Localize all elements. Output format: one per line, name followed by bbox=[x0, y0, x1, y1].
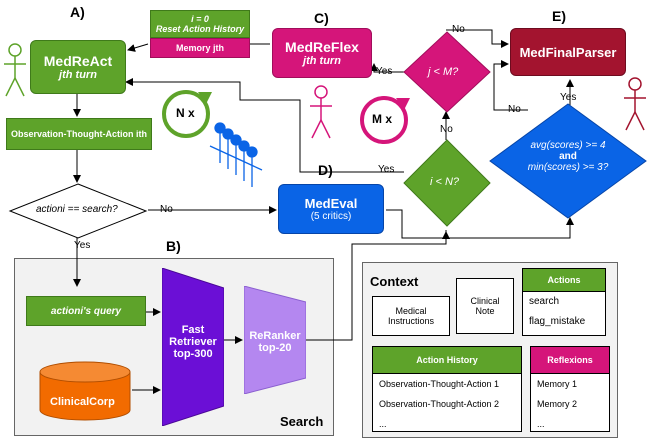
action-history-header: Action History bbox=[373, 347, 521, 374]
medreflex-title: MedReFlex bbox=[285, 39, 359, 55]
medical-instructions-label: Medical Instructions bbox=[387, 306, 435, 326]
loop-n-icon bbox=[162, 90, 212, 138]
retriever-shape bbox=[162, 268, 224, 426]
edge-no-final: No bbox=[452, 24, 465, 35]
medreflex-box: MedReFlex jth turn bbox=[272, 28, 372, 78]
actions-box: Actions search flag_mistake bbox=[522, 268, 606, 336]
clinical-note-label: Clinical Note bbox=[470, 296, 500, 316]
loop-n-label: N x bbox=[176, 106, 195, 120]
query-box: actioni's query bbox=[26, 296, 146, 326]
edge-no-medeval: No bbox=[160, 204, 173, 215]
history-item: Observation-Thought-Action 1 bbox=[379, 379, 500, 389]
medreact-box: MedReAct jth turn bbox=[30, 40, 126, 94]
medfinal-box: MedFinalParser bbox=[510, 28, 626, 76]
edge-yes-search: Yes bbox=[74, 240, 91, 251]
section-b-label: B) bbox=[166, 238, 181, 254]
observation-label: Observation-Thought-Action ith bbox=[11, 129, 147, 139]
history-item: Observation-Thought-Action 2 bbox=[379, 399, 500, 409]
medreact-title: MedReAct bbox=[43, 53, 113, 69]
reranker-line1: ReRanker bbox=[249, 330, 301, 342]
memory-box: Memory jth bbox=[150, 38, 250, 58]
medfinal-title: MedFinalParser bbox=[519, 44, 617, 60]
action-item: flag_mistake bbox=[529, 316, 586, 327]
memory-label: Memory jth bbox=[175, 43, 224, 53]
decision-i-label: i < N? bbox=[430, 176, 460, 188]
edge-yes-loop: Yes bbox=[378, 164, 395, 175]
corpus-label: ClinicalCorp bbox=[50, 396, 115, 408]
section-e-label: E) bbox=[552, 8, 566, 24]
reset-box: i = 0 Reset Action History bbox=[150, 10, 250, 38]
final-figure-icon bbox=[624, 77, 646, 131]
medeval-title: MedEval bbox=[304, 196, 358, 211]
decision-avg-text: avg(scores) >= 4 and min(scores) >= 3? bbox=[508, 140, 628, 173]
section-d-label: D) bbox=[318, 162, 333, 178]
decision-avg-diamond bbox=[489, 103, 647, 219]
reflexions-box: Reflexions Memory 1 Memory 2 ... bbox=[530, 346, 610, 432]
loop-m-icon bbox=[360, 96, 410, 144]
section-c-label: C) bbox=[314, 10, 329, 26]
reranker-shape bbox=[244, 286, 306, 394]
search-panel-title: Search bbox=[280, 414, 324, 429]
decision-j-diamond bbox=[403, 31, 491, 113]
reranker-line2: top-20 bbox=[258, 342, 292, 354]
actions-header: Actions bbox=[523, 269, 605, 292]
reflexion-item: Memory 1 bbox=[537, 379, 578, 389]
query-label: actioni's query bbox=[50, 305, 122, 317]
medreflex-subtitle: jth turn bbox=[303, 55, 341, 67]
edge-no-j: No bbox=[440, 124, 453, 135]
clinical-note-box: Clinical Note bbox=[456, 278, 514, 334]
loop-m-label: M x bbox=[372, 112, 393, 126]
reset-line1: i = 0 bbox=[191, 14, 209, 24]
action-decision-label: actioni == search? bbox=[36, 204, 118, 215]
critics-figures-icon bbox=[209, 122, 263, 187]
reflexion-item: Memory 2 bbox=[537, 399, 578, 409]
reflexions-header: Reflexions bbox=[531, 347, 609, 374]
reflexion-item: ... bbox=[537, 419, 545, 429]
user-figure-icon bbox=[4, 43, 26, 97]
edge-yes-avg: Yes bbox=[560, 92, 577, 103]
context-title: Context bbox=[370, 274, 419, 289]
medreact-subtitle: jth turn bbox=[59, 69, 97, 81]
reflex-figure-icon bbox=[310, 85, 332, 139]
medeval-box: MedEval (5 critics) bbox=[278, 184, 384, 234]
medical-instructions-box: Medical Instructions bbox=[372, 296, 450, 336]
history-item: ... bbox=[379, 419, 387, 429]
decision-avg-line3: min(scores) >= 3? bbox=[527, 162, 609, 173]
corpus-cylinder bbox=[39, 361, 131, 421]
decision-i-diamond bbox=[403, 139, 491, 227]
decision-avg-line1: avg(scores) >= 4 bbox=[530, 140, 606, 151]
retriever-line2: Retriever bbox=[169, 336, 217, 348]
decision-avg-line2: and bbox=[559, 151, 577, 162]
edge-no-avg: No bbox=[508, 104, 521, 115]
section-a-label: A) bbox=[70, 4, 85, 20]
action-item: search bbox=[529, 296, 560, 307]
medeval-subtitle: (5 critics) bbox=[310, 211, 352, 222]
action-history-box: Action History Observation-Thought-Actio… bbox=[372, 346, 522, 432]
reset-line2: Reset Action History bbox=[155, 24, 245, 34]
reranker-text: ReRanker top-20 bbox=[244, 330, 306, 354]
action-decision-diamond bbox=[8, 183, 148, 239]
decision-j-label: j < M? bbox=[428, 66, 459, 78]
retriever-line1: Fast bbox=[181, 324, 205, 336]
retriever-text: Fast Retriever top-300 bbox=[162, 324, 224, 360]
retriever-line3: top-300 bbox=[173, 348, 213, 360]
observation-box: Observation-Thought-Action ith bbox=[6, 118, 152, 150]
edge-yes-reflex: Yes bbox=[376, 66, 393, 77]
